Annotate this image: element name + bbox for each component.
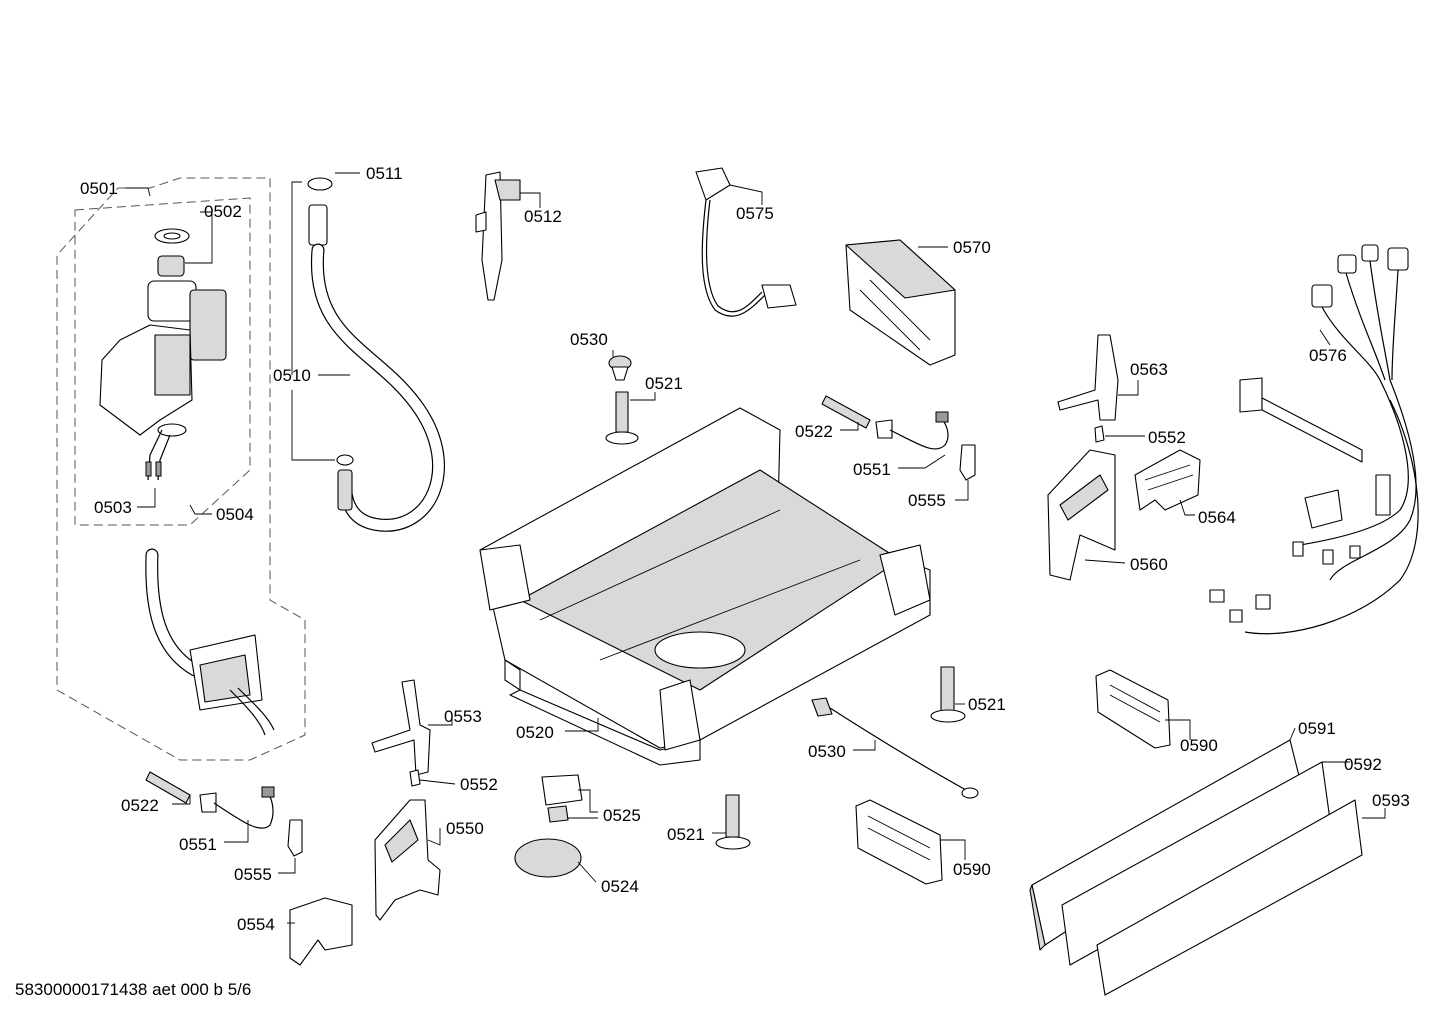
label-0525: 0525 bbox=[603, 806, 641, 825]
label-0521-top: 0521 bbox=[645, 374, 683, 393]
screw-foot-0521-mid bbox=[930, 666, 966, 723]
label-0576: 0576 bbox=[1309, 346, 1347, 365]
label-0592: 0592 bbox=[1344, 755, 1382, 774]
clip-0555-top bbox=[959, 444, 976, 481]
hose-0510 bbox=[307, 177, 445, 532]
label-0575: 0575 bbox=[736, 204, 774, 223]
label-0510: 0510 bbox=[273, 366, 311, 385]
cover-0590-top bbox=[1095, 669, 1171, 749]
control-module-0570 bbox=[845, 239, 956, 366]
base-frame-0520 bbox=[479, 407, 931, 766]
document-footer-id: 58300000171438 aet 000 b 5/6 bbox=[15, 980, 252, 999]
label-0564: 0564 bbox=[1198, 508, 1236, 527]
label-0503: 0503 bbox=[94, 498, 132, 517]
sensor-0551-top bbox=[875, 411, 949, 450]
label-0593: 0593 bbox=[1372, 791, 1410, 810]
label-0501: 0501 bbox=[80, 179, 118, 198]
cover-0590-bottom bbox=[855, 799, 943, 885]
gear-0530-top bbox=[608, 355, 632, 381]
clip-0555-bottom bbox=[287, 819, 303, 857]
label-0530-top: 0530 bbox=[570, 330, 608, 349]
label-0551-bottom: 0551 bbox=[179, 835, 217, 854]
spring-0522-bottom bbox=[145, 771, 191, 804]
label-0522-top: 0522 bbox=[795, 422, 833, 441]
switch-0525 bbox=[541, 774, 583, 823]
leader-lines bbox=[125, 172, 1386, 924]
screw-foot-0521-top bbox=[605, 391, 639, 445]
label-0590-bottom: 0590 bbox=[953, 860, 991, 879]
cover-0564 bbox=[1134, 449, 1201, 511]
label-0552-right: 0552 bbox=[1148, 428, 1186, 447]
group-outline-0501 bbox=[56, 177, 306, 761]
label-0553: 0553 bbox=[444, 707, 482, 726]
label-0560: 0560 bbox=[1130, 555, 1168, 574]
disc-0524 bbox=[514, 838, 582, 878]
label-0590-top: 0590 bbox=[1180, 736, 1218, 755]
wiring-harness-0576 bbox=[1209, 244, 1419, 635]
label-0524: 0524 bbox=[601, 877, 639, 896]
mains-cable-0575 bbox=[695, 167, 797, 317]
bracket-0550 bbox=[374, 799, 441, 921]
drain-hose-0504 bbox=[145, 548, 275, 736]
screw-foot-0521-bottom bbox=[715, 794, 751, 850]
pump-assembly-0501 bbox=[99, 228, 227, 481]
label-0512: 0512 bbox=[524, 207, 562, 226]
panel-0593 bbox=[1096, 799, 1363, 996]
part-0512 bbox=[475, 171, 521, 301]
label-0591: 0591 bbox=[1298, 719, 1336, 738]
label-0555-top: 0555 bbox=[908, 491, 946, 510]
label-0521-bottom: 0521 bbox=[667, 825, 705, 844]
label-0502: 0502 bbox=[204, 202, 242, 221]
spring-0522-top bbox=[821, 395, 871, 429]
label-0551-top: 0551 bbox=[853, 460, 891, 479]
sensor-0551-bottom bbox=[199, 786, 275, 829]
label-0522-bottom: 0522 bbox=[121, 796, 159, 815]
hinge-0563 bbox=[1057, 334, 1119, 421]
bracket-0554 bbox=[289, 897, 353, 966]
label-0521-mid: 0521 bbox=[968, 695, 1006, 714]
bracket-0552-right bbox=[1094, 425, 1105, 443]
cable-0530-bottom bbox=[811, 697, 979, 799]
label-0552-left: 0552 bbox=[460, 775, 498, 794]
label-0530-bottom: 0530 bbox=[808, 742, 846, 761]
hinge-0553 bbox=[371, 679, 431, 776]
label-0550: 0550 bbox=[446, 819, 484, 838]
label-0511: 0511 bbox=[366, 164, 403, 183]
label-0504: 0504 bbox=[216, 505, 254, 524]
label-0520: 0520 bbox=[516, 723, 554, 742]
label-0555-bottom: 0555 bbox=[234, 865, 272, 884]
label-0563: 0563 bbox=[1130, 360, 1168, 379]
bracket-0560 bbox=[1047, 449, 1116, 581]
label-0570: 0570 bbox=[953, 238, 991, 257]
label-0554: 0554 bbox=[237, 915, 275, 934]
bracket-0552-left bbox=[409, 769, 421, 787]
